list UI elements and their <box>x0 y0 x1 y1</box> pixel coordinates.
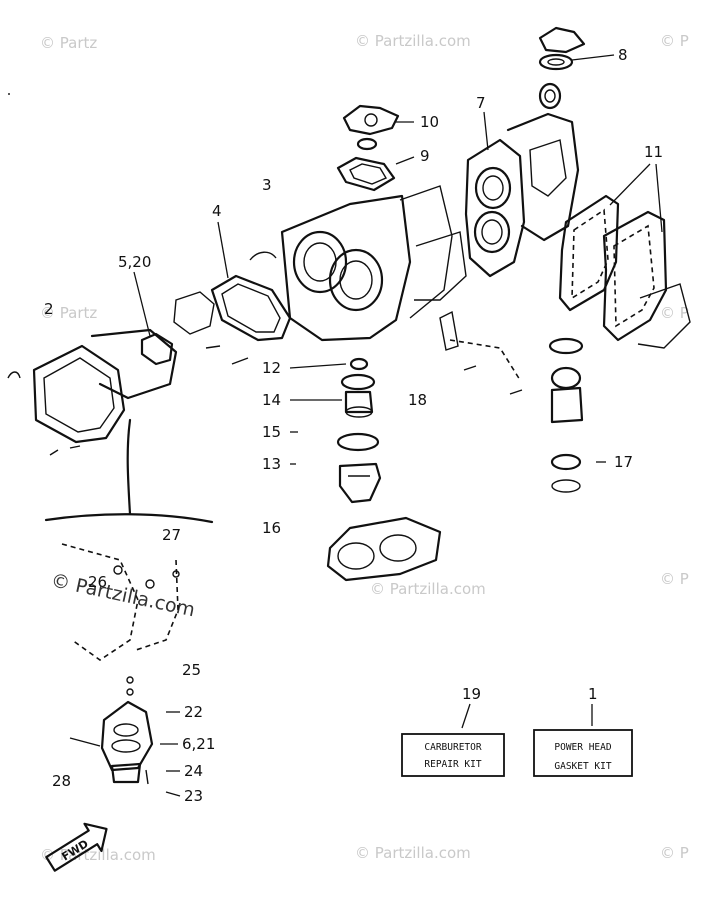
fuel-line <box>44 418 214 524</box>
callout-7: 7 <box>476 94 486 112</box>
callout-4: 4 <box>212 202 222 220</box>
part-13-o-ring <box>336 432 380 452</box>
part-26-fuel-pump <box>61 543 180 661</box>
callout-19: 19 <box>462 685 481 703</box>
part-12-seal <box>349 357 369 371</box>
gasket-kit-line-2: GASKET KIT <box>554 761 611 772</box>
carb-kit-line-2: REPAIR KIT <box>424 759 481 770</box>
watermark: © Partzilla.com <box>355 844 471 862</box>
callout-16: 16 <box>262 519 281 537</box>
watermark: © P <box>660 32 689 50</box>
part-3-cylinder-block <box>249 185 467 342</box>
callout-8: 8 <box>618 46 628 64</box>
callout-1: 1 <box>588 685 598 703</box>
callout-15: 15 <box>262 423 281 441</box>
part-14-bearing <box>340 373 376 418</box>
forward-direction-arrow: FWD <box>45 822 108 872</box>
part-2-crankcase-cover <box>7 328 178 456</box>
callout-6-21: 6,21 <box>182 735 215 753</box>
callout-18: 18 <box>408 391 427 409</box>
gasket-kit-line-1: POWER HEAD <box>554 742 611 753</box>
watermark: © Partzilla.com <box>370 580 486 598</box>
watermark: © Partz <box>40 304 97 322</box>
callout-26: 26 <box>88 573 107 591</box>
carb-kit-line-1: CARBURETOR <box>424 742 481 753</box>
part-9-gasket <box>336 156 396 192</box>
callout-27: 27 <box>162 526 181 544</box>
watermark: © Partz <box>40 34 97 52</box>
carburetor-repair-kit-box: CARBURETOR REPAIR KIT <box>401 733 505 777</box>
part-17-stack <box>548 337 584 493</box>
callout-12: 12 <box>262 359 281 377</box>
watermark: © P <box>660 844 689 862</box>
leader-lines <box>133 54 663 797</box>
part-8-cap <box>538 26 586 110</box>
part-18-bolts <box>439 310 523 395</box>
callout-2: 2 <box>44 300 54 318</box>
part-5-20-gasket <box>140 291 249 366</box>
callout-13: 13 <box>262 455 281 473</box>
part-10-cover <box>342 104 400 151</box>
part-4-gasket <box>210 274 292 342</box>
callout-3: 3 <box>262 176 272 194</box>
watermark: © P <box>660 570 689 588</box>
part-22-carburetor <box>69 676 154 785</box>
watermark: © P <box>660 304 689 322</box>
power-head-gasket-kit-box: POWER HEAD GASKET KIT <box>533 729 633 777</box>
callout-labels: 8 7 10 9 11 3 4 5,20 2 12 14 18 15 13 17… <box>44 46 663 805</box>
watermark: © Partzilla.com <box>355 32 471 50</box>
callout-22: 22 <box>184 703 203 721</box>
callout-24: 24 <box>184 762 203 780</box>
part-16-base-gasket <box>326 516 442 582</box>
callout-25: 25 <box>182 661 201 679</box>
callout-17: 17 <box>614 453 633 471</box>
part-11-exhaust-cover <box>558 194 691 349</box>
part-15-housing <box>338 462 382 504</box>
callout-28: 28 <box>52 772 71 790</box>
part-7-cylinder-head <box>464 112 580 278</box>
callout-9: 9 <box>420 147 430 165</box>
callout-10: 10 <box>420 113 439 131</box>
callout-11: 11 <box>644 143 663 161</box>
callout-5-20: 5,20 <box>118 253 151 271</box>
watermark: © Partzilla.com <box>40 846 156 864</box>
callout-23: 23 <box>184 787 203 805</box>
callout-14: 14 <box>262 391 281 409</box>
